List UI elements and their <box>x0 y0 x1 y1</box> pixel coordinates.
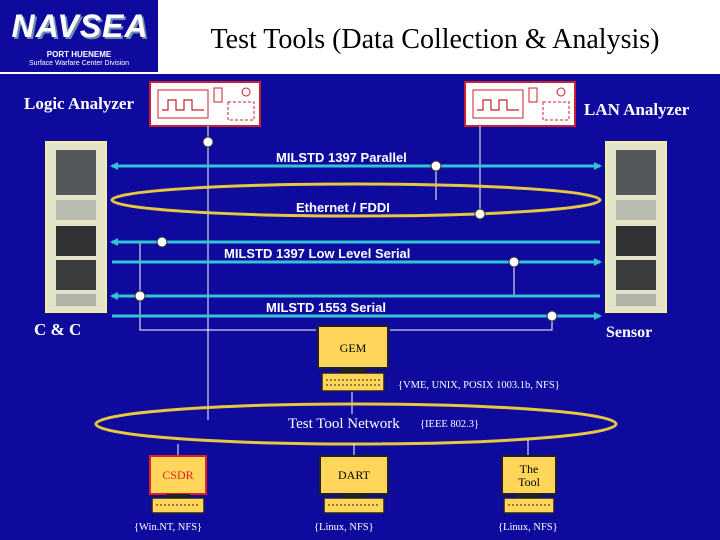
gem-note: {VME, UNIX, POSIX 1003.1b, NFS} <box>398 380 560 391</box>
bus-1553-serial-label: MILSTD 1553 Serial <box>266 300 386 315</box>
tap-points <box>134 136 558 322</box>
dart-note: {Linux, NFS} <box>314 522 374 533</box>
the-tool-label-line2: Tool <box>518 475 540 489</box>
lan-analyzer-device <box>464 81 576 127</box>
the-tool-workstation <box>501 455 557 514</box>
the-tool-label-line1: The <box>519 462 539 476</box>
the-tool-note: {Linux, NFS} <box>498 522 558 533</box>
rack-left-label: C & C <box>34 320 82 339</box>
csdr-note: {Win.NT, NFS} <box>134 522 203 533</box>
network-label: Test Tool Network <box>288 416 400 432</box>
bus-ethernet-label: Ethernet / FDDI <box>296 200 390 215</box>
csdr-label: CSDR <box>162 468 194 482</box>
dart-workstation <box>319 455 389 514</box>
header-bar: NAVSEA PORT HUENEME Surface Warfare Cent… <box>0 0 720 74</box>
test-tool-network-ring <box>94 402 618 446</box>
network-note: {IEEE 802.3} <box>420 419 480 430</box>
gem-label: GEM <box>339 341 367 355</box>
csdr-workstation <box>149 455 207 514</box>
bus-parallel-label: MILSTD 1397 Parallel <box>276 150 407 165</box>
bus-low-level-serial-label: MILSTD 1397 Low Level Serial <box>224 246 411 261</box>
dart-label: DART <box>338 468 370 482</box>
logo-word: NAVSEA <box>11 8 149 44</box>
bus-1553-serial <box>110 292 602 320</box>
logo-line1: PORT HUENEME <box>46 50 112 59</box>
logic-analyzer-label: Logic Analyzer <box>24 94 135 113</box>
logo-line2: Surface Warfare Center Division <box>28 60 130 67</box>
rack-right-label: Sensor <box>606 324 653 341</box>
navsea-logo: NAVSEA PORT HUENEME Surface Warfare Cent… <box>0 0 158 72</box>
bus-ethernet-ring <box>110 182 602 218</box>
lan-analyzer-label: LAN Analyzer <box>584 100 690 119</box>
rack-left <box>45 141 107 313</box>
logic-analyzer-device <box>149 81 261 127</box>
the-tool-label: The Tool <box>502 463 556 489</box>
rack-right <box>605 141 667 313</box>
page-title: Test Tools (Data Collection & Analysis) <box>210 24 660 55</box>
gem-computer <box>317 325 389 392</box>
